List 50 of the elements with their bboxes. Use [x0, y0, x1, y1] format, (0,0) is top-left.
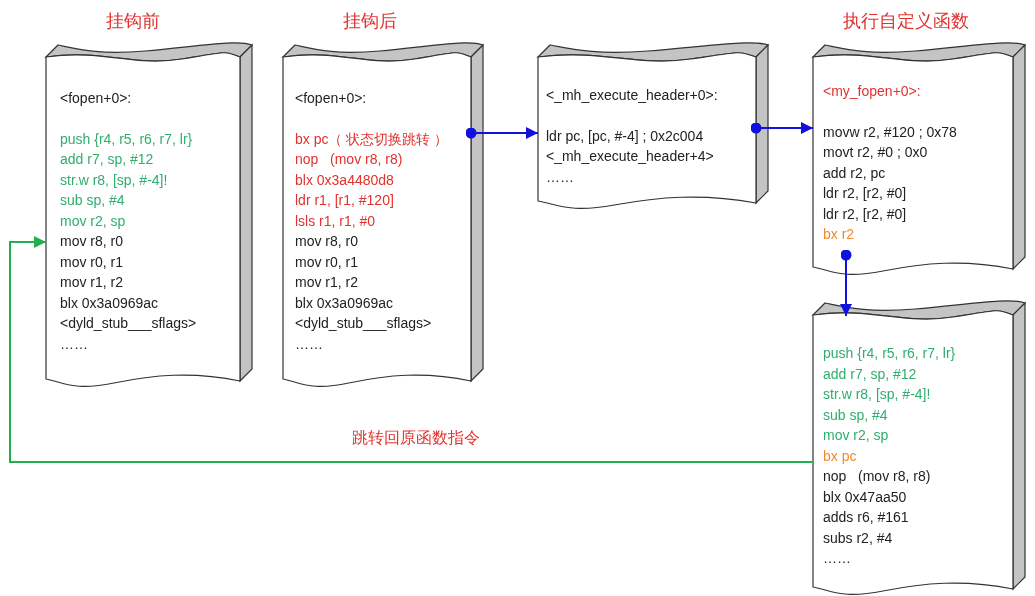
code-line: nop (mov r8, r8)	[295, 150, 403, 169]
code-line: blx 0x3a0969ac	[60, 293, 159, 313]
code-line: blx 0x47aa50	[823, 487, 907, 507]
code-line: ……	[823, 549, 851, 568]
code-line: mov r8, r0	[295, 232, 358, 251]
code-line: adds r6, #161	[823, 508, 909, 527]
code-line: subs r2, #4	[823, 528, 893, 548]
code-line: str.w r8, [sp, #-4]!	[823, 385, 931, 404]
code-line: ldr r2, [r2, #0]	[823, 204, 907, 224]
code-line: <fopen+0>:	[60, 89, 132, 108]
edge-label: 跳转回原函数指令	[350, 428, 482, 449]
code-line: <my_fopen+0>:	[823, 82, 921, 101]
heading: 挂钩后	[343, 10, 397, 33]
code-line: nop (mov r8, r8)	[823, 467, 931, 486]
code-line: <fopen+0>:	[295, 89, 367, 108]
code-line: add r7, sp, #12	[823, 364, 917, 384]
code-line: sub sp, #4	[60, 191, 125, 210]
code-line: mov r1, r2	[295, 273, 358, 292]
code-line: ……	[295, 334, 323, 354]
code-line: ……	[546, 167, 574, 187]
code-line: ldr r2, [r2, #0]	[823, 184, 907, 203]
code-line: blx 0x3a0969ac	[295, 293, 394, 313]
code-line: movt r2, #0 ; 0x0	[823, 143, 928, 162]
code-line: mov r1, r2	[60, 273, 123, 292]
code-line: ldr pc, [pc, #-4] ; 0x2c004	[546, 126, 704, 146]
heading: 挂钩前	[106, 10, 160, 33]
code-line: mov r0, r1	[60, 252, 123, 272]
code-line: mov r2, sp	[823, 426, 889, 445]
code-line: add r2, pc	[823, 163, 886, 183]
code-line: ldr r1, [r1, #120]	[295, 191, 394, 210]
code-line: mov r2, sp	[60, 211, 126, 231]
code-line: str.w r8, [sp, #-4]!	[60, 170, 168, 190]
code-line: mov r8, r0	[60, 232, 123, 251]
code-line: movw r2, #120 ; 0x78	[823, 122, 957, 142]
code-line: bx pc（ 状态切换跳转 ）	[295, 129, 449, 149]
code-line: ……	[60, 334, 88, 354]
code-line: push {r4, r5, r6, r7, lr}	[60, 129, 193, 149]
code-line: <_mh_execute_header+4>	[546, 147, 714, 166]
code-line: bx pc	[823, 446, 857, 466]
code-line: push {r4, r5, r6, r7, lr}	[823, 344, 956, 363]
code-line: lsls r1, r1, #0	[295, 211, 376, 231]
code-line: <dyld_stub___sflags>	[60, 314, 197, 333]
code-line: add r7, sp, #12	[60, 150, 154, 169]
code-line: mov r0, r1	[295, 252, 358, 272]
heading: 执行自定义函数	[843, 10, 969, 33]
code-line: blx 0x3a4480d8	[295, 170, 394, 190]
code-line: sub sp, #4	[823, 405, 888, 425]
code-line: <dyld_stub___sflags>	[295, 314, 432, 333]
code-line: <_mh_execute_header+0>:	[546, 86, 718, 105]
code-line: bx r2	[823, 225, 855, 244]
